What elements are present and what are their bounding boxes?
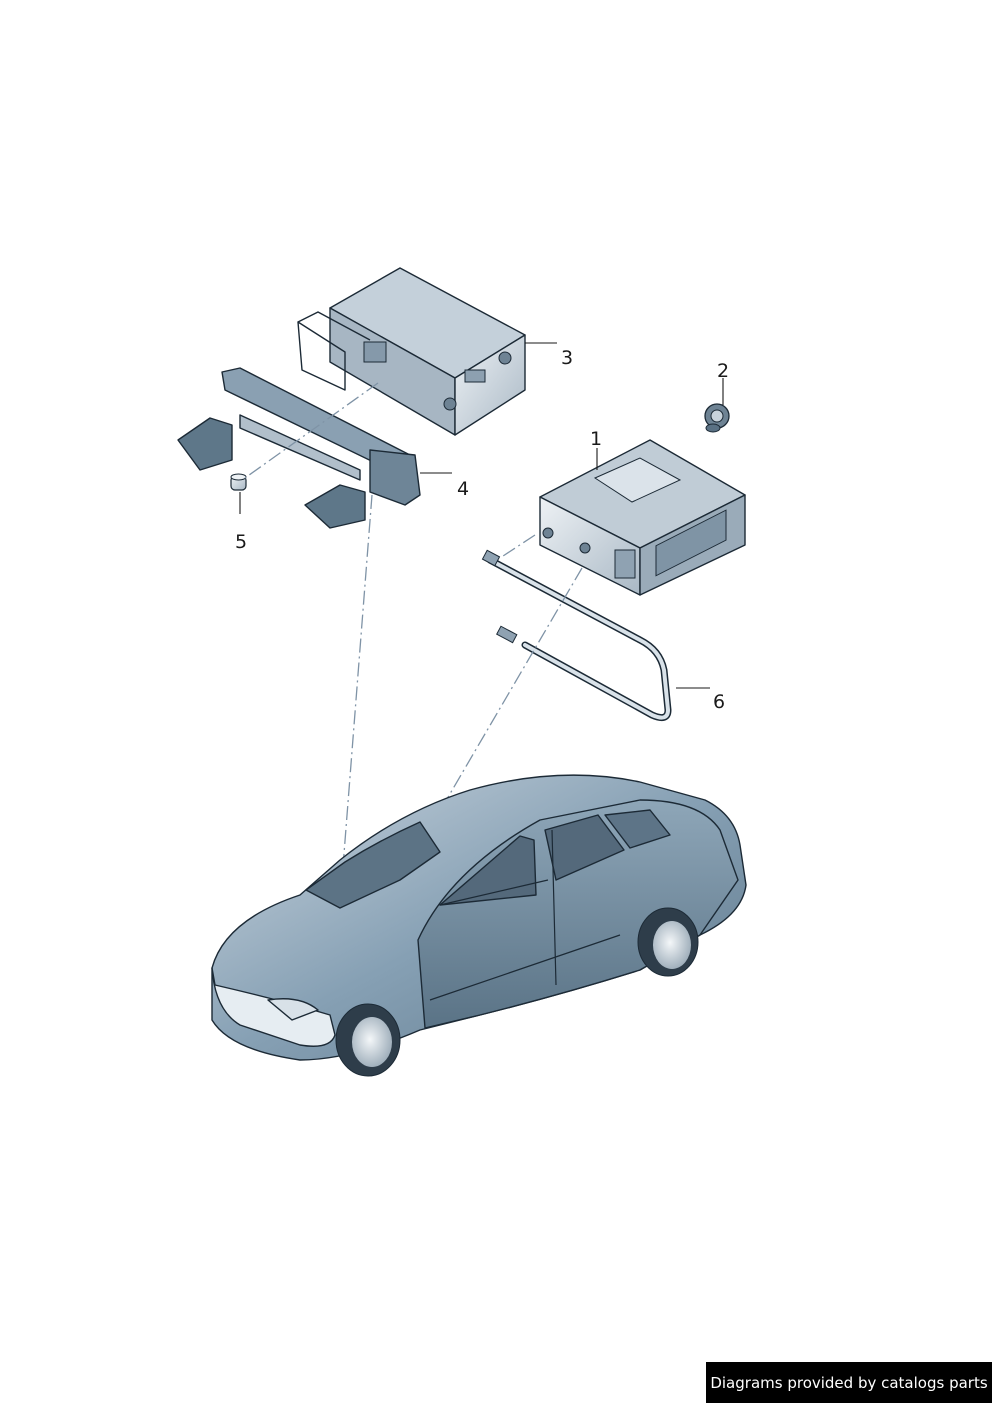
callout-2[interactable]: 2 [717, 360, 730, 382]
part-5-bushing [230, 473, 247, 491]
callout-5[interactable]: 5 [235, 531, 248, 553]
part-4-bracket [177, 367, 421, 529]
footer-text: Diagrams provided by catalogs parts [710, 1373, 988, 1392]
callout-1[interactable]: 1 [590, 428, 603, 450]
callout-3[interactable]: 3 [561, 347, 574, 369]
car-illustration [211, 774, 747, 1077]
footer-attribution: Diagrams provided by catalogs parts [706, 1362, 992, 1403]
part-3-unit [297, 267, 526, 436]
part-2-knob [704, 403, 730, 433]
callout-6[interactable]: 6 [713, 691, 726, 713]
part-6-cable [481, 549, 672, 722]
part-1-radio [539, 439, 746, 596]
callout-4[interactable]: 4 [457, 478, 470, 500]
